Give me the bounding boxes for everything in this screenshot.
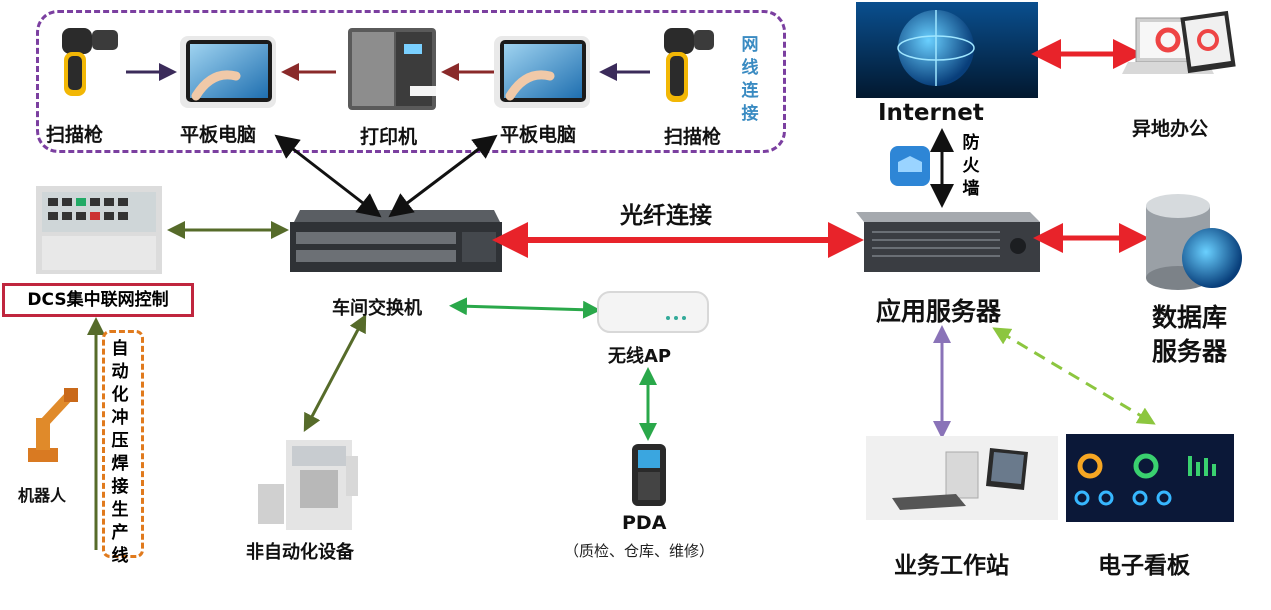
pda-icon [632,444,666,506]
scanner-left-label: 扫描枪 [46,124,104,146]
dcs-label: DCS集中联网控制 [2,283,194,317]
robot-icon [28,388,78,462]
dcs-panel-icon [36,186,162,274]
scanner-right-label: 扫描枪 [664,126,722,148]
db-server-label-line2: 服务器 [1152,337,1228,366]
scanner-right-icon [664,28,714,102]
tablet-left-icon [180,36,276,108]
fiber-link-label: 光纤连接 [620,203,712,229]
pda-note: （质检、仓库、维修） [564,542,715,560]
laptop-icon [1122,10,1236,74]
app-server-icon [856,212,1040,272]
tablet-left-label: 平板电脑 [180,124,257,146]
switch-label: 车间交换机 [332,298,422,319]
robot-label: 机器人 [18,486,67,505]
db-server-label-line1: 数据库 [1152,303,1228,332]
non-auto-equipment-label: 非自动化设备 [246,542,354,563]
internet-globe-icon [856,2,1038,98]
printer-icon [348,28,436,110]
printer-label: 打印机 [360,126,418,148]
scanner-left-icon [62,28,118,96]
workstation-label: 业务工作站 [894,553,1009,579]
dashboard-screen-icon [1066,434,1234,522]
wireless-ap-label: 无线AP [608,346,672,367]
tablet-right-icon [494,36,590,108]
wireless-ap-icon [597,291,709,333]
firewall-label: 防火墙 [962,133,980,199]
production-line-box [102,330,144,558]
firewall-icon [890,146,930,186]
app-server-label: 应用服务器 [876,297,1002,326]
network-cable-label: 网线连接 [741,35,759,124]
remote-office-label: 异地办公 [1132,118,1209,140]
pda-label: PDA [622,512,667,534]
internet-label: Internet [878,100,984,126]
dashboard-label: 电子看板 [1098,553,1190,579]
tablet-right-label: 平板电脑 [500,124,577,146]
workstation-icon [866,436,1058,520]
press-machine-icon [258,440,358,530]
switch-icon [290,210,502,272]
database-server-icon [1146,194,1242,290]
production-line-label: 自动化冲压焊接生产线 [111,339,129,566]
